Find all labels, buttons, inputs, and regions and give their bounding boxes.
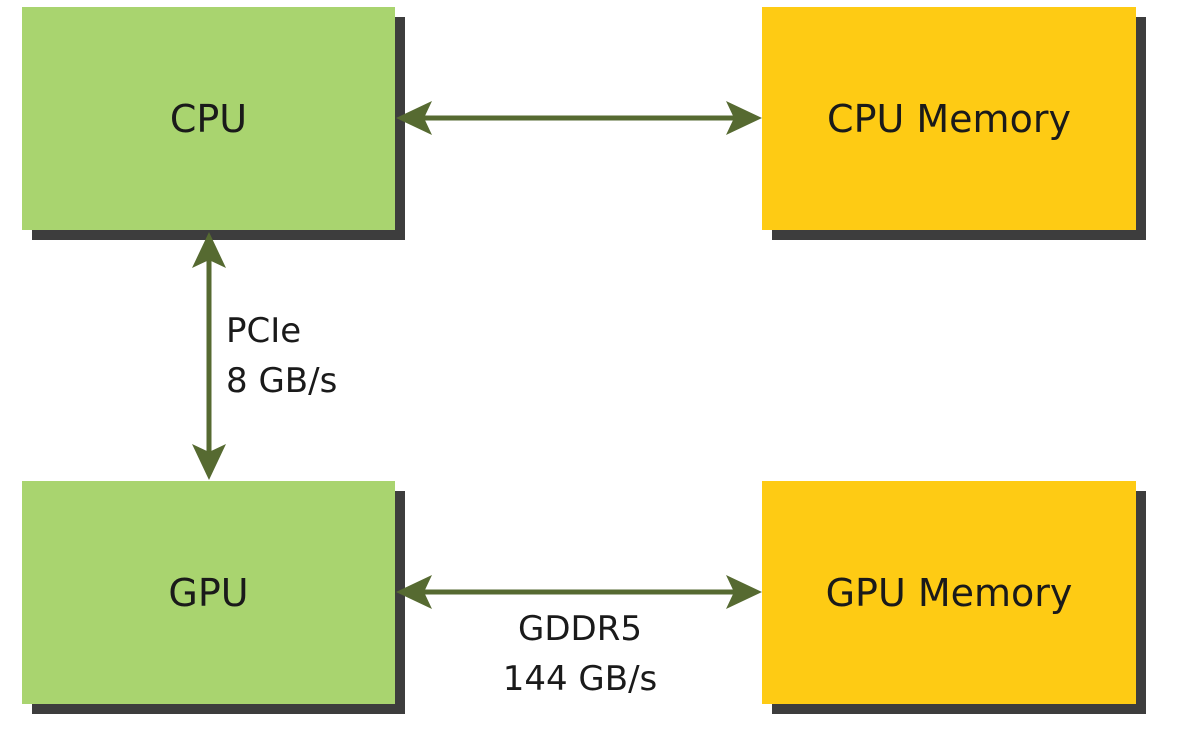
cpu-label: CPU bbox=[169, 96, 248, 141]
gpu-memory-node-face: GPU Memory bbox=[762, 481, 1136, 704]
gddr5-link-label: GDDR5 144 GB/s bbox=[470, 604, 690, 704]
gpu-memory-label: GPU Memory bbox=[825, 570, 1073, 615]
cpu-memory-node: CPU Memory bbox=[762, 7, 1146, 240]
cpu-node: CPU bbox=[22, 7, 405, 240]
pcie-name: PCIe bbox=[226, 311, 302, 351]
gddr5-bandwidth: 144 GB/s bbox=[502, 659, 658, 699]
gpu-node-face: GPU bbox=[22, 481, 395, 704]
cpu-memory-node-face: CPU Memory bbox=[762, 7, 1136, 230]
pcie-bandwidth: 8 GB/s bbox=[226, 361, 338, 401]
gpu-node: GPU bbox=[22, 481, 405, 714]
arrowhead-left-icon bbox=[396, 575, 432, 609]
cpu-node-face: CPU bbox=[22, 7, 395, 230]
arrowhead-down-icon bbox=[192, 444, 226, 480]
gddr5-name: GDDR5 bbox=[518, 609, 642, 649]
arrow-cpu-cpu-memory bbox=[396, 101, 762, 135]
pcie-link-label: PCIe 8 GB/s bbox=[226, 306, 337, 406]
arrow-gpu-gpu-memory bbox=[396, 575, 762, 609]
arrowhead-up-icon bbox=[192, 232, 226, 268]
cpu-memory-label: CPU Memory bbox=[827, 96, 1071, 141]
arrow-cpu-gpu bbox=[192, 232, 226, 480]
gpu-label: GPU bbox=[168, 570, 249, 615]
gpu-memory-node: GPU Memory bbox=[762, 481, 1146, 714]
arrowhead-right-icon bbox=[726, 575, 762, 609]
arrowhead-right-icon bbox=[726, 101, 762, 135]
arrowhead-left-icon bbox=[396, 101, 432, 135]
